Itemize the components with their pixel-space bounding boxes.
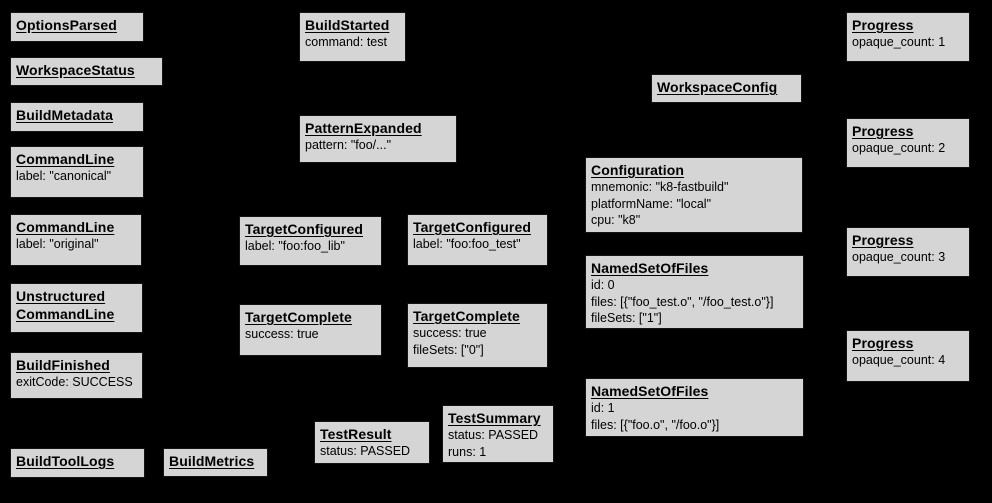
node-title: OptionsParsed bbox=[16, 17, 117, 33]
node-configuration: Configuration mnemonic: "k8-fastbuild" p… bbox=[585, 157, 803, 233]
node-field: runs: 1 bbox=[448, 444, 487, 459]
node-progress-4: Progress opaque_count: 4 bbox=[846, 330, 970, 382]
node-build-metadata: BuildMetadata bbox=[10, 102, 144, 132]
node-title: Progress bbox=[852, 232, 914, 248]
node-pattern-expanded: PatternExpanded pattern: "foo/..." bbox=[299, 115, 457, 163]
node-field: exitCode: SUCCESS bbox=[16, 375, 133, 389]
node-title: NamedSetOfFiles bbox=[591, 383, 709, 399]
node-title: TargetConfigured bbox=[413, 219, 532, 235]
node-unstructured-command-line: Unstructured CommandLine bbox=[10, 283, 143, 333]
node-field: command: test bbox=[305, 35, 387, 49]
node-title: Unstructured CommandLine bbox=[16, 288, 115, 322]
node-field: opaque_count: 2 bbox=[852, 141, 946, 155]
node-title: Progress bbox=[852, 335, 914, 351]
node-named-set-of-files-1: NamedSetOfFiles id: 1 files: [{"foo.o", … bbox=[585, 378, 804, 437]
node-field: fileSets: ["0"] bbox=[413, 342, 484, 357]
node-field: id: 1 bbox=[591, 401, 615, 415]
node-named-set-of-files-0: NamedSetOfFiles id: 0 files: [{"foo_test… bbox=[585, 255, 804, 329]
node-title: CommandLine bbox=[16, 151, 115, 167]
node-field: opaque_count: 1 bbox=[852, 35, 946, 49]
node-title: NamedSetOfFiles bbox=[591, 260, 709, 276]
node-title: BuildMetadata bbox=[16, 107, 113, 123]
node-field: opaque_count: 3 bbox=[852, 250, 946, 264]
node-field: status: PASSED bbox=[448, 428, 539, 442]
node-build-started: BuildStarted command: test bbox=[299, 12, 406, 62]
node-field: mnemonic: "k8-fastbuild" bbox=[591, 180, 729, 194]
node-build-tool-logs: BuildToolLogs bbox=[10, 448, 145, 478]
node-target-complete-foo-lib: TargetComplete success: true bbox=[239, 304, 382, 356]
node-title: Progress bbox=[852, 17, 914, 33]
node-field: label: "foo:foo_lib" bbox=[245, 239, 345, 253]
node-progress-1: Progress opaque_count: 1 bbox=[846, 12, 970, 62]
node-options-parsed: OptionsParsed bbox=[10, 12, 144, 42]
node-field: id: 0 bbox=[591, 278, 615, 292]
node-field: files: [{"foo_test.o", "/foo_test.o"}] bbox=[591, 294, 774, 309]
node-build-finished: BuildFinished exitCode: SUCCESS bbox=[10, 352, 143, 399]
node-title: PatternExpanded bbox=[305, 120, 422, 136]
node-build-metrics: BuildMetrics bbox=[163, 448, 268, 477]
node-progress-3: Progress opaque_count: 3 bbox=[846, 227, 970, 277]
node-progress-2: Progress opaque_count: 2 bbox=[846, 118, 970, 168]
node-title: TestSummary bbox=[448, 410, 541, 426]
node-field: fileSets: ["1"] bbox=[591, 311, 662, 325]
node-target-configured-foo-lib: TargetConfigured label: "foo:foo_lib" bbox=[239, 216, 382, 266]
node-title: Configuration bbox=[591, 162, 685, 178]
node-workspace-config: WorkspaceConfig bbox=[651, 74, 802, 103]
node-field: label: "original" bbox=[16, 237, 99, 251]
node-target-configured-foo-test: TargetConfigured label: "foo:foo_test" bbox=[407, 214, 548, 266]
node-field: platformName: "local" bbox=[591, 196, 712, 211]
node-title: BuildFinished bbox=[16, 357, 110, 373]
node-title: CommandLine bbox=[16, 219, 115, 235]
node-command-line-original: CommandLine label: "original" bbox=[10, 214, 142, 266]
node-field: files: [{"foo.o", "/foo.o"}] bbox=[591, 417, 720, 432]
node-title: BuildToolLogs bbox=[16, 453, 115, 469]
node-title: WorkspaceStatus bbox=[16, 62, 135, 78]
node-field: success: true bbox=[413, 326, 487, 340]
node-title: TargetConfigured bbox=[245, 221, 364, 237]
node-field: cpu: "k8" bbox=[591, 213, 641, 227]
node-title: Progress bbox=[852, 123, 914, 139]
node-workspace-status: WorkspaceStatus bbox=[10, 57, 163, 86]
node-field: label: "canonical" bbox=[16, 169, 112, 183]
node-field: status: PASSED bbox=[320, 444, 411, 458]
node-field: opaque_count: 4 bbox=[852, 353, 946, 367]
node-title: BuildMetrics bbox=[169, 453, 255, 469]
node-command-line-canonical: CommandLine label: "canonical" bbox=[10, 146, 144, 198]
node-field: label: "foo:foo_test" bbox=[413, 237, 521, 251]
node-test-summary: TestSummary status: PASSED runs: 1 bbox=[442, 405, 554, 463]
node-field: pattern: "foo/..." bbox=[305, 138, 392, 152]
node-title: BuildStarted bbox=[305, 17, 390, 33]
node-title: TargetComplete bbox=[245, 309, 352, 325]
node-title: WorkspaceConfig bbox=[657, 79, 778, 95]
node-title: TargetComplete bbox=[413, 308, 520, 324]
node-field: success: true bbox=[245, 327, 319, 341]
node-target-complete-foo-test: TargetComplete success: true fileSets: [… bbox=[407, 303, 548, 368]
node-title: TestResult bbox=[320, 426, 392, 442]
node-test-result: TestResult status: PASSED bbox=[314, 421, 430, 464]
